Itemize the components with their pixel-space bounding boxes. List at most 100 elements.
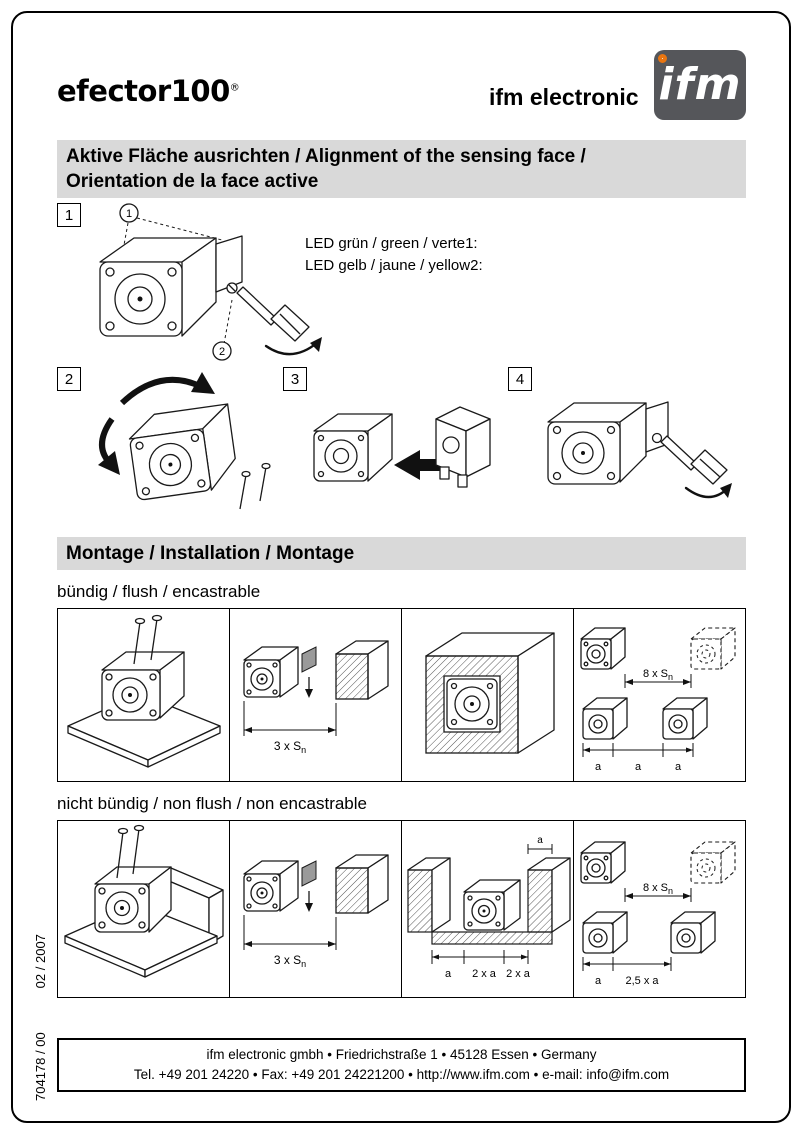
efector-logo-text: efector100 xyxy=(57,74,230,108)
section-title-montage: Montage / Installation / Montage xyxy=(57,537,746,570)
dimension-label-a: a xyxy=(674,761,681,773)
ifm-logo-text: ifm xyxy=(658,59,742,110)
dimension-trench: a 2 x a 2 x a xyxy=(431,950,531,980)
sensor-illustration xyxy=(100,651,185,721)
sensor-cube-illustration xyxy=(579,627,626,670)
callout-2: 2 xyxy=(212,341,232,361)
sensor-cube-illustration xyxy=(669,911,716,954)
target-plate-icon xyxy=(301,860,316,912)
trench-illustration xyxy=(406,857,571,945)
damping-block-illustration xyxy=(334,640,389,700)
adjacent-sensor-ghost xyxy=(689,841,736,884)
flush-figure-2: 3 x Sn xyxy=(242,640,389,755)
step-number: 1 xyxy=(64,206,74,224)
sensor-face-illustration xyxy=(445,678,498,730)
step-2-badge: 2 xyxy=(57,367,81,391)
step-number: 4 xyxy=(515,370,525,388)
sensor-cube-illustration xyxy=(242,646,299,698)
dimension-3xsn: 3 x Sn xyxy=(243,701,336,755)
flush-label: bündig / flush / encastrable xyxy=(57,582,261,601)
led-yellow-line: LED gelb / jaune / yellow2: xyxy=(305,257,483,274)
sensor-cube-illustration xyxy=(661,697,708,740)
dimension-a-a-a: a a a xyxy=(582,743,693,773)
rotation-arrows-icon xyxy=(98,372,215,475)
dimension-label-8xsn: 8 x Sn xyxy=(642,882,672,896)
table-cell: 8 x Sn a 2,5 x a xyxy=(573,821,745,997)
sensor-housing-illustration xyxy=(313,413,393,482)
nonflush-figure-4: 8 x Sn a 2,5 x a xyxy=(579,841,736,987)
sensor-cube-illustration xyxy=(581,697,628,740)
step-4-badge: 4 xyxy=(508,367,532,391)
damping-block-illustration xyxy=(334,854,389,914)
dimension-label-2xa: 2 x a xyxy=(506,968,531,980)
table-cell xyxy=(401,609,573,781)
section-title-alignment: Aktive Fläche ausrichten / Alignment of … xyxy=(57,140,746,198)
table-cell: 8 x Sn a xyxy=(573,609,745,781)
nonflush-figure-2: 3 x Sn xyxy=(242,854,389,969)
doc-id-vertical: 704178 / 00 02 / 2007 xyxy=(33,934,48,1101)
alignment-title-line1: Aktive Fläche ausrichten / Alignment of … xyxy=(66,146,586,167)
dimension-8xsn: 8 x Sn xyxy=(624,668,691,688)
alignment-step4-figure xyxy=(547,401,732,499)
callout-1: 1 xyxy=(119,203,139,223)
sensor-illustration xyxy=(462,879,521,931)
table-cell xyxy=(58,609,229,781)
footer-line1: ifm electronic gmbh • Friedrichstraße 1 … xyxy=(206,1047,597,1062)
dimension-label-2xa: 2 x a xyxy=(472,968,497,980)
dimension-label-a: a xyxy=(634,761,641,773)
alignment-title-line2: Orientation de la face active xyxy=(66,171,319,192)
rotation-arrow-icon xyxy=(684,483,732,499)
sensor-cube-illustration xyxy=(242,860,299,912)
direction-arrow-icon xyxy=(394,450,454,480)
step-number: 2 xyxy=(64,370,74,388)
table-cell: 3 x Sn xyxy=(229,609,401,781)
dimension-spacing: a 2,5 x a xyxy=(582,957,671,987)
sensor-illustration xyxy=(547,401,669,485)
sensor-cube-illustration xyxy=(579,841,626,884)
nonflush-figure-3: a a 2 x a 2 x a xyxy=(406,835,571,980)
table-cell: 3 x Sn xyxy=(229,821,401,997)
sensor-illustration xyxy=(93,866,172,933)
alignment-step3-figure xyxy=(313,406,491,488)
montage-title: Montage / Installation / Montage xyxy=(66,543,355,564)
registered-mark: ® xyxy=(229,82,240,94)
dimension-label-3xsn: 3 x Sn xyxy=(273,953,305,969)
step-1-badge: 1 xyxy=(57,203,81,227)
flush-figure-1 xyxy=(66,614,221,768)
dimension-3xsn: 3 x Sn xyxy=(243,915,336,969)
table-cell xyxy=(58,821,229,997)
dimension-label-25xa: 2,5 x a xyxy=(625,975,659,987)
doc-date: 02 / 2007 xyxy=(33,934,48,989)
alignment-step2-figure xyxy=(98,372,271,510)
step-3-badge: 3 xyxy=(283,367,307,391)
adjacent-sensor-ghost xyxy=(689,627,736,670)
svg-text:2: 2 xyxy=(219,346,225,358)
dimension-label-a: a xyxy=(594,761,601,773)
flush-mounting-table: 3 x Sn xyxy=(57,608,746,782)
footer-box: ifm electronic gmbh • Friedrichstraße 1 … xyxy=(57,1038,746,1092)
mounting-screws-icon xyxy=(132,614,162,665)
mounting-screws-icon xyxy=(115,824,144,879)
efector-logo: efector100® xyxy=(57,74,240,108)
dimension-8xsn: 8 x Sn xyxy=(624,882,691,902)
led-green-line: LED grün / green / verte1: xyxy=(305,235,478,252)
sensor-illustration xyxy=(128,403,236,501)
table-cell: a a 2 x a 2 x a xyxy=(401,821,573,997)
dimension-label-a: a xyxy=(444,968,451,980)
dimension-label-3xsn: 3 x Sn xyxy=(273,739,305,755)
dimension-label-a: a xyxy=(594,975,601,987)
terminal-base-illustration xyxy=(435,406,491,488)
dimension-label-a: a xyxy=(537,835,543,846)
dimension-label-8xsn: 8 x Sn xyxy=(642,668,672,682)
rotation-arrow-icon xyxy=(264,337,322,356)
ifm-logo-ring-icon xyxy=(658,54,667,63)
sensor-illustration xyxy=(99,235,243,337)
screwdriver-icon xyxy=(660,435,728,485)
alignment-step1-figure: 1 2 xyxy=(99,203,322,361)
led-legend: LED grün / green / verte1: LED gelb / ja… xyxy=(305,233,483,277)
step-number: 3 xyxy=(290,370,300,388)
flush-figure-4: 8 x Sn a xyxy=(579,627,736,773)
ifm-logo: ifm xyxy=(654,50,746,120)
doc-number: 704178 / 00 xyxy=(33,1032,48,1101)
screws-icon xyxy=(239,462,271,510)
